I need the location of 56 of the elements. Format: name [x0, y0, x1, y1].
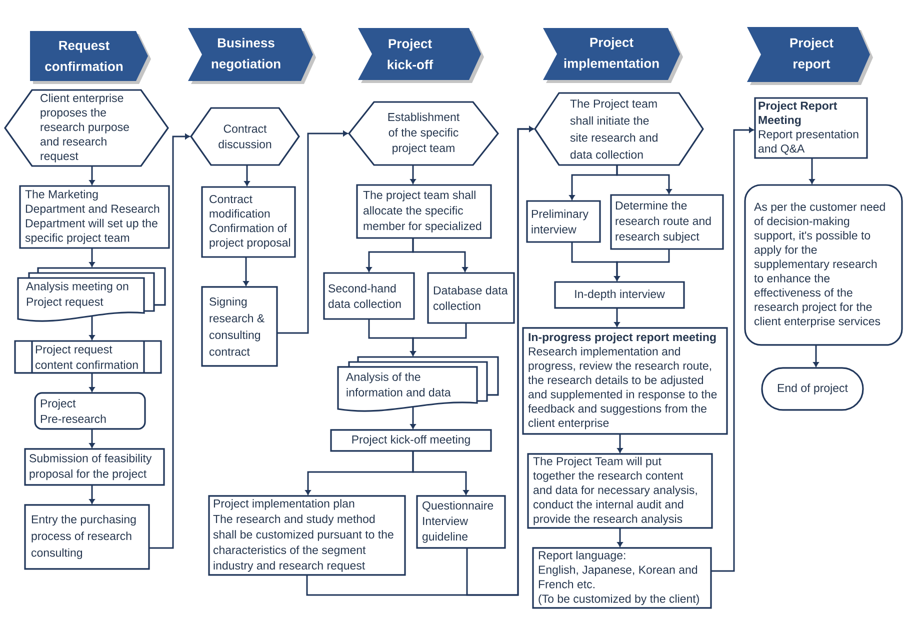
arrow	[277, 130, 348, 334]
phase-chevron: Project implementation	[543, 28, 683, 83]
arrow	[614, 249, 670, 281]
arrow	[89, 166, 95, 185]
terminal-box: End of project	[761, 367, 864, 411]
process-box: The Marketing Department and Research Department will set up the specific project team	[19, 185, 170, 249]
arrow	[89, 316, 95, 340]
document-stack: Analysis of the information and data	[337, 356, 499, 412]
process-box: Project kick-off meeting	[330, 429, 492, 452]
arrow	[617, 434, 623, 453]
phase-chevron: Project kick-off	[358, 28, 484, 83]
arrow	[89, 372, 95, 392]
arrow	[149, 134, 190, 549]
predefined-process-box: Project request content confirmation	[14, 340, 162, 374]
arrow	[616, 165, 672, 194]
process-box: Entry the purchasing process of research consulting	[24, 504, 150, 570]
rounded-box: Project Pre-research	[34, 392, 146, 430]
process-box: Submission of feasibility proposal for the project	[24, 448, 165, 486]
process-box: Report language: English, Japanese, Korean and French etc. (To be customized by the client)	[532, 547, 712, 609]
hexagon-step: Client enterprise proposes the research purpose and research request	[4, 89, 169, 167]
arrow	[89, 484, 95, 504]
process-box: The Project Team will put together the research content and data for necessary analysis, conduct the internal audit and provide the research analysis	[527, 453, 713, 529]
process-box: Second-hand data collection	[323, 272, 415, 320]
arrow	[617, 528, 623, 547]
arrow	[410, 323, 467, 356]
phase-chevron: Request confirmation	[30, 31, 151, 84]
arrow	[89, 428, 95, 448]
hexagon-step: Contract discussion	[190, 107, 300, 166]
process-box: Project implementation plan The research and study method shall be customized pursuant to the characteristics of the segment industry and research request	[208, 495, 406, 576]
phase-chevron: Project report	[747, 27, 873, 85]
hexagon-step: The Project team shall initiate the site research and data collection	[534, 92, 704, 166]
rounded-box: As per the customer need of decision-making support, it's possible to apply for the supplementary research to enhance the effectiveness of the research project for the client enterprise services	[744, 184, 903, 346]
phase-chevron: Business negotiation	[188, 28, 316, 84]
arrow	[466, 126, 534, 596]
process-box: In-depth interview	[554, 281, 685, 309]
process-box: Preliminary interview	[526, 200, 601, 243]
process-box: Project Report Meeting Report presentation and Q&A	[754, 97, 868, 159]
process-box: The project team shall allocate the specific member for specialized	[356, 184, 492, 239]
arrow	[711, 127, 754, 572]
arrow	[809, 158, 815, 184]
document-stack: Analysis meeting on Project request	[17, 267, 166, 322]
process-box: Database data collection	[427, 272, 515, 324]
process-box: In-progress project report meeting Research implementation and progress, review the research route, the research details to be adjusted and supplemented in response to the feedback and suggestions from the client enterprise	[522, 327, 728, 435]
process-box: Contract modification Confirmation of project proposal	[201, 186, 296, 258]
arrow	[243, 257, 249, 286]
process-box: Signing research & consulting contract	[201, 286, 278, 367]
arrow	[89, 248, 95, 267]
arrow	[412, 238, 468, 272]
process-box: Questionnaire Interview guideline	[416, 495, 506, 549]
arrow	[412, 450, 469, 495]
arrow	[410, 165, 416, 184]
arrow	[614, 308, 620, 327]
arrow	[813, 344, 819, 367]
process-box: Determine the research route and research subject	[610, 194, 724, 250]
arrow	[244, 165, 250, 186]
arrow	[410, 406, 416, 429]
